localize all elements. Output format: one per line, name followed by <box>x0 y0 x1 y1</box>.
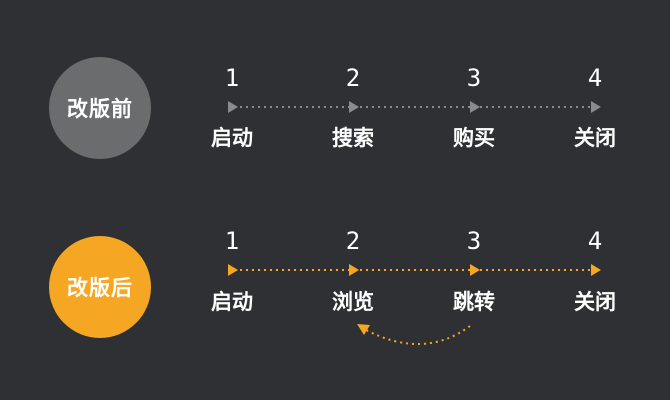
before-step-2-label: 搜索 <box>332 126 374 150</box>
before-badge-label: 改版前 <box>67 97 133 121</box>
after-arrow-4 <box>591 264 601 276</box>
after-badge-label: 改版后 <box>67 276 133 300</box>
before-step-4-label: 关闭 <box>574 126 616 150</box>
before-step-2-number: 2 <box>345 64 361 92</box>
before-badge: 改版前 <box>49 57 151 159</box>
return-arrowhead <box>357 324 370 335</box>
before-arrow-1 <box>228 101 238 113</box>
after-step-4-label: 关闭 <box>574 290 616 314</box>
before-step-3-number: 3 <box>466 64 482 92</box>
before-step-4-number: 4 <box>587 64 603 92</box>
after-arrow-3 <box>470 264 480 276</box>
after-step-1-label: 启动 <box>211 290 253 314</box>
after-badge: 改版后 <box>49 236 151 338</box>
before-arrow-2 <box>349 101 359 113</box>
after-step-1-number: 1 <box>224 227 240 255</box>
after-step-3-label: 跳转 <box>453 290 495 314</box>
return-curve <box>365 325 471 346</box>
after-step-4-number: 4 <box>587 227 603 255</box>
before-step-1-number: 1 <box>224 64 240 92</box>
after-step-3-number: 3 <box>466 227 482 255</box>
after-arrow-2 <box>349 264 359 276</box>
before-step-3-label: 购买 <box>453 126 495 150</box>
before-step-1-label: 启动 <box>211 126 253 150</box>
after-step-2-number: 2 <box>345 227 361 255</box>
before-arrow-3 <box>470 101 480 113</box>
before-arrow-4 <box>591 101 601 113</box>
after-arrow-1 <box>228 264 238 276</box>
after-step-2-label: 浏览 <box>332 290 374 314</box>
